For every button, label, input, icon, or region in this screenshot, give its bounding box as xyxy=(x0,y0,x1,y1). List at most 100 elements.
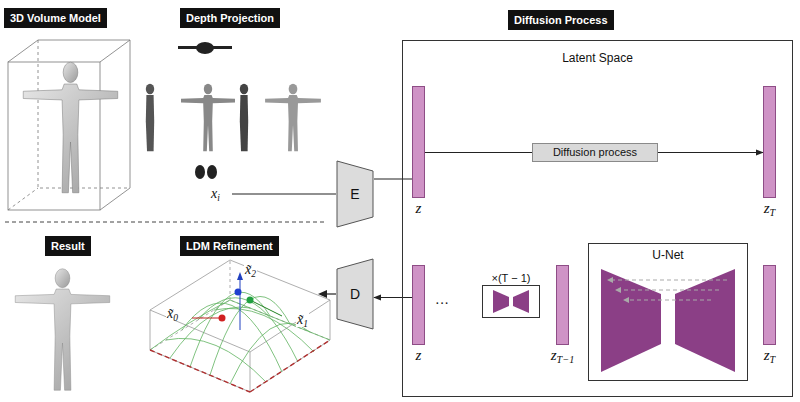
bar-text: zT xyxy=(750,200,789,216)
ldm-axes-part xyxy=(250,300,282,316)
gaussian-mesh-part xyxy=(190,292,270,367)
latent-frame: Latent SpacezDiffusion processzTz×(T − 1… xyxy=(402,40,793,397)
section-tab: Result xyxy=(45,236,91,256)
trapezoid-outline-part xyxy=(337,259,373,329)
encoder-block: E xyxy=(336,160,374,228)
depth-views xyxy=(146,42,321,179)
input-line xyxy=(232,193,336,194)
separator xyxy=(5,222,326,223)
output-arrow xyxy=(318,290,336,298)
subscript: T xyxy=(770,354,776,365)
subscript: 2 xyxy=(251,269,256,279)
unet-shape-part-part xyxy=(627,299,711,300)
top-view-part xyxy=(178,46,232,49)
decoder-block: D xyxy=(336,258,374,330)
latent-bar: z xyxy=(412,265,425,345)
volume-box-part xyxy=(8,40,130,210)
latent-bar: zT xyxy=(763,86,776,198)
side-view xyxy=(146,84,154,152)
bar-text: z xyxy=(399,347,438,363)
gaussian-mesh-part xyxy=(182,303,282,372)
ldm-axes-part xyxy=(219,315,226,322)
math-label: xi xyxy=(210,186,221,201)
tab-text: LDM Refinement xyxy=(186,239,273,253)
unet-shape-part xyxy=(601,269,661,372)
section-tab: Diffusion Process xyxy=(508,10,614,30)
unet-shape xyxy=(589,244,747,380)
trap-text: D xyxy=(336,286,374,302)
subscript: 0 xyxy=(173,313,178,323)
tab-text: Depth Projection xyxy=(186,11,274,25)
ldm-edges-part xyxy=(250,340,330,392)
ldm-box-part xyxy=(150,260,330,350)
ldm-box xyxy=(150,260,330,392)
unet-box: U-Net xyxy=(588,243,748,381)
section-tab: 3D Volume Model xyxy=(4,8,107,28)
volume-box xyxy=(8,40,130,210)
volume-box-part xyxy=(8,40,130,210)
side-view xyxy=(240,84,248,152)
frame-text: Latent Space xyxy=(403,51,792,65)
volume-figure xyxy=(23,62,117,193)
bottom-view-part xyxy=(195,165,205,179)
connector xyxy=(425,152,532,153)
unet-shape-part-part xyxy=(619,289,719,290)
tab-text: Diffusion Process xyxy=(514,13,608,27)
connector xyxy=(658,152,763,153)
math-label: x̃2 xyxy=(244,262,257,277)
subscript: 1 xyxy=(303,319,308,329)
ldm-axes-part xyxy=(192,318,222,319)
ldm-axes-part xyxy=(247,297,254,304)
latent-bar: zT xyxy=(763,265,776,345)
depth-views-part xyxy=(240,84,248,152)
bar-text: z xyxy=(399,200,438,216)
tab-text: 3D Volume Model xyxy=(10,11,101,25)
bottom-view xyxy=(195,165,217,179)
subscript: T xyxy=(770,207,776,218)
trap-text: E xyxy=(336,186,374,202)
output-arrow-part xyxy=(326,293,336,294)
depth-views-part xyxy=(181,84,235,152)
unet-shape-part-part xyxy=(607,277,613,283)
bottom-view-part xyxy=(207,165,217,179)
unet-shape-part xyxy=(611,280,727,300)
depth-views-part xyxy=(265,84,321,152)
ellipsis-label: ··· xyxy=(434,296,450,311)
small-text: ×(T − 1) xyxy=(459,272,563,284)
ldm-axes-part xyxy=(240,278,241,330)
volume-figure-part xyxy=(23,62,117,193)
ldm-axes xyxy=(192,272,282,330)
gaussian-mesh-part xyxy=(230,323,310,384)
bar-text: zT−1 xyxy=(543,347,582,363)
math-label: x̃1 xyxy=(296,312,309,327)
latent-bar: zT−1 xyxy=(556,265,569,345)
connector xyxy=(374,297,412,298)
unet-shape-part-part xyxy=(615,287,621,293)
unet-icon-part xyxy=(513,290,529,313)
unet-shape-part xyxy=(675,269,735,372)
trapezoid-outline-part xyxy=(337,161,373,227)
top-view xyxy=(178,42,232,54)
ldm-axes-part xyxy=(237,272,243,280)
unet-shape-part xyxy=(607,277,629,303)
grey-text: Diffusion process xyxy=(533,144,657,161)
subscript: i xyxy=(217,193,220,203)
section-tab: LDM Refinement xyxy=(180,236,279,256)
result-figure-part xyxy=(15,269,109,391)
bar-text: zT xyxy=(750,347,789,363)
subscript: T−1 xyxy=(557,354,575,365)
unet-text: U-Net xyxy=(589,248,747,262)
result-figure xyxy=(15,269,109,391)
unet-shape-part-part xyxy=(623,297,629,303)
depth-views-part xyxy=(146,84,154,152)
process-box: Diffusion process xyxy=(532,143,658,162)
gaussian-mesh-part xyxy=(214,308,314,352)
back-view xyxy=(265,84,321,152)
repeat-box: ×(T − 1) xyxy=(482,285,540,318)
unet-icon xyxy=(483,286,539,317)
front-view xyxy=(181,84,235,152)
unet-shape-part-part xyxy=(611,279,727,280)
latent-bar: z xyxy=(412,86,425,198)
unet-icon-part xyxy=(493,290,509,313)
